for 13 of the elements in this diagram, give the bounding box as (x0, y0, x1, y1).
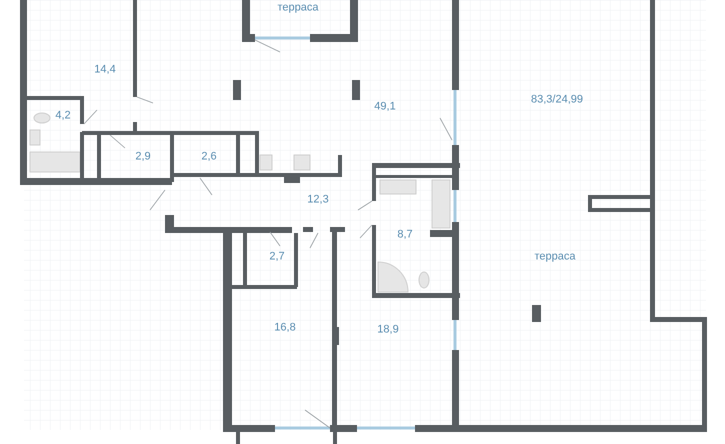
room-label: 14,4 (94, 64, 116, 76)
room-label: 12,3 (307, 194, 329, 206)
room-label: 18,9 (377, 324, 399, 336)
room-label: 2,6 (201, 152, 217, 162)
room-label: терраса (534, 252, 576, 262)
room-label: 8,7 (397, 230, 413, 240)
room-label: терраса (278, 2, 318, 14)
room-label: 4,2 (55, 110, 71, 122)
room-label: 83,3/24,99 (531, 94, 583, 106)
room-label: 16,8 (274, 322, 296, 334)
room-label: 49,1 (374, 102, 396, 112)
room-label: 2,7 (269, 252, 285, 262)
room-label: 2,9 (135, 152, 151, 162)
